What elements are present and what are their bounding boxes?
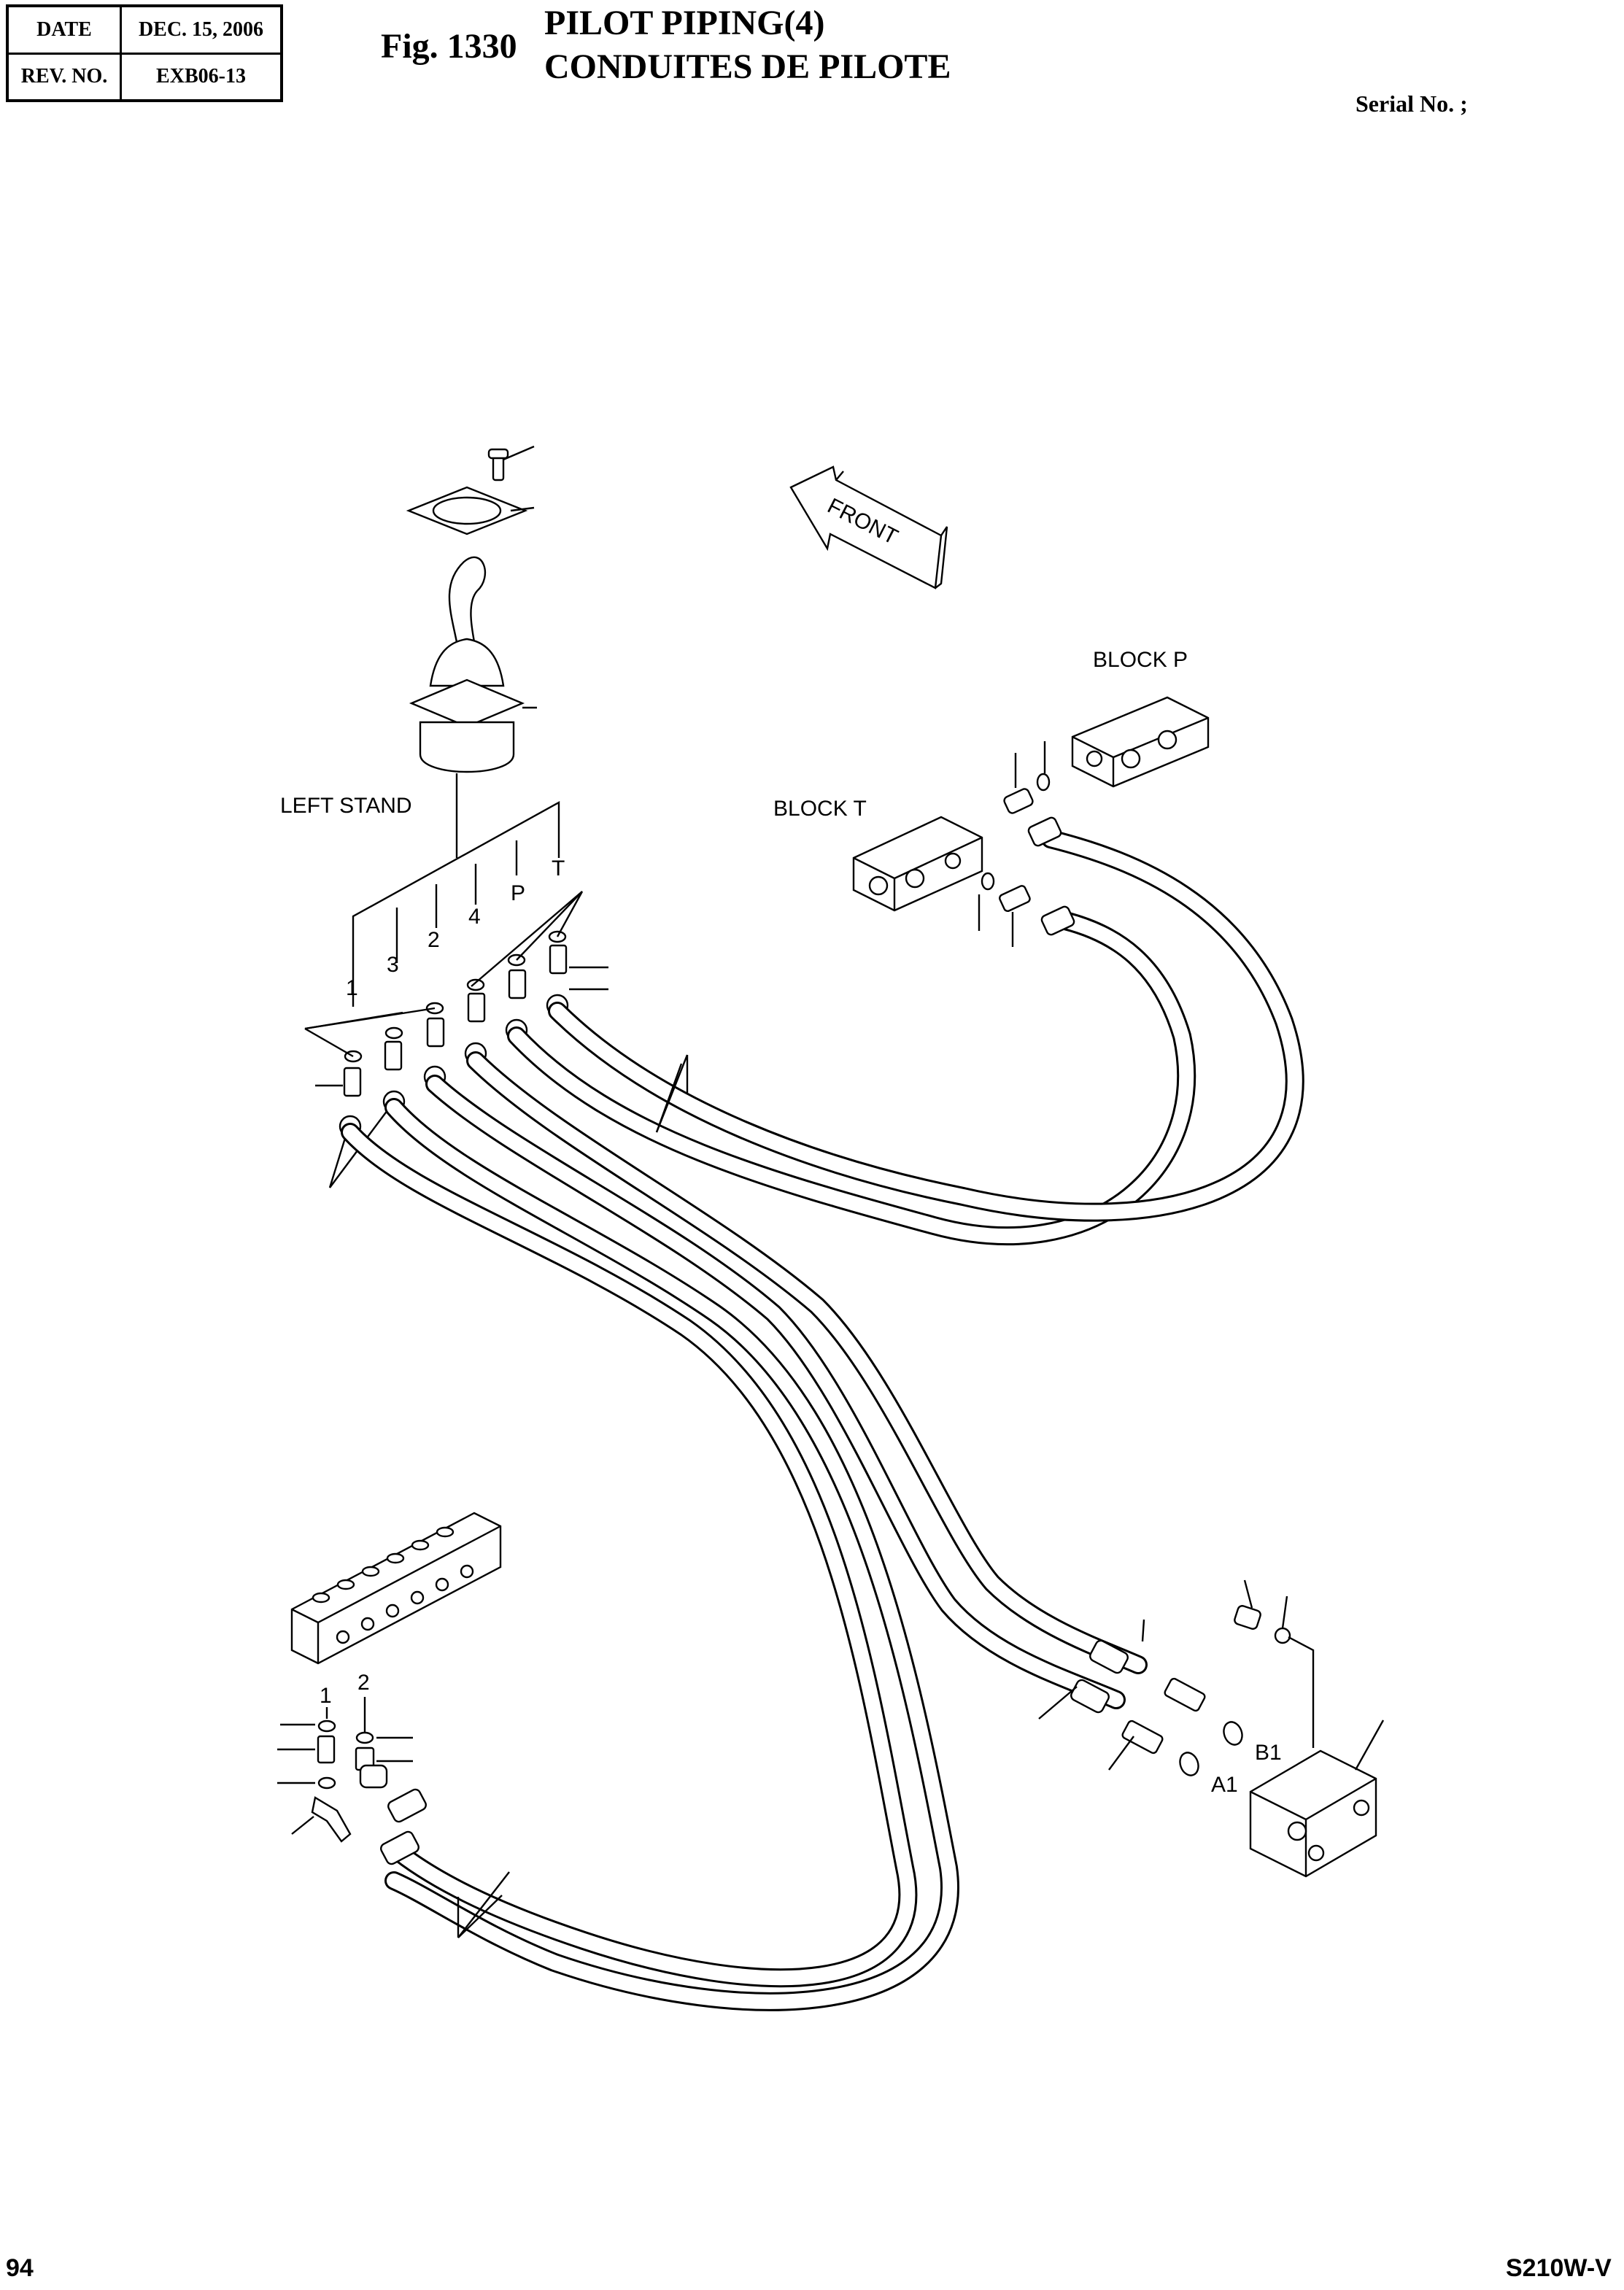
lower-hose-fittings: B1 A1	[380, 1619, 1282, 1865]
front-arrow: FRONT	[789, 465, 948, 589]
lower-port-1-label: 1	[320, 1684, 332, 1708]
port-3-label: 3	[387, 953, 399, 977]
block-p: BLOCK P	[1071, 648, 1210, 788]
port-1-label: 1	[346, 976, 358, 1000]
block-p-label: BLOCK P	[1093, 648, 1188, 672]
figure-title-en: PILOT PIPING(4)	[544, 4, 825, 42]
rev-value: EXB06-13	[120, 52, 283, 102]
hoses	[341, 829, 1304, 2011]
revision-table: DATE DEC. 15, 2006 REV. NO. EXB06-13	[6, 4, 283, 102]
port-4-label: 4	[468, 905, 481, 929]
figure-number: Fig. 1330	[381, 27, 517, 66]
port-b1-label: B1	[1255, 1741, 1282, 1765]
joystick	[406, 445, 537, 858]
valve-block	[1234, 1579, 1385, 1878]
date-label: DATE	[6, 4, 122, 55]
port-t-label: T	[552, 856, 565, 881]
block-t: BLOCK T	[773, 797, 983, 912]
block-t-label: BLOCK T	[773, 797, 867, 821]
lower-manifold: 1 2	[277, 1512, 510, 1938]
block-fittings	[655, 741, 1075, 1133]
left-stand-label: LEFT STAND	[280, 794, 412, 818]
port-a1-label: A1	[1211, 1773, 1238, 1797]
figure-title-fr: CONDUITES DE PILOTE	[544, 47, 951, 86]
serial-number: Serial No. ;	[1356, 90, 1468, 117]
rev-label: REV. NO.	[6, 52, 122, 102]
port-2-label: 2	[428, 928, 440, 952]
model-name: S210W-V	[1506, 2254, 1612, 2282]
page-number: 94	[6, 2254, 34, 2282]
port-p-label: P	[511, 881, 525, 905]
lower-port-2-label: 2	[357, 1671, 370, 1695]
date-value: DEC. 15, 2006	[120, 4, 283, 55]
